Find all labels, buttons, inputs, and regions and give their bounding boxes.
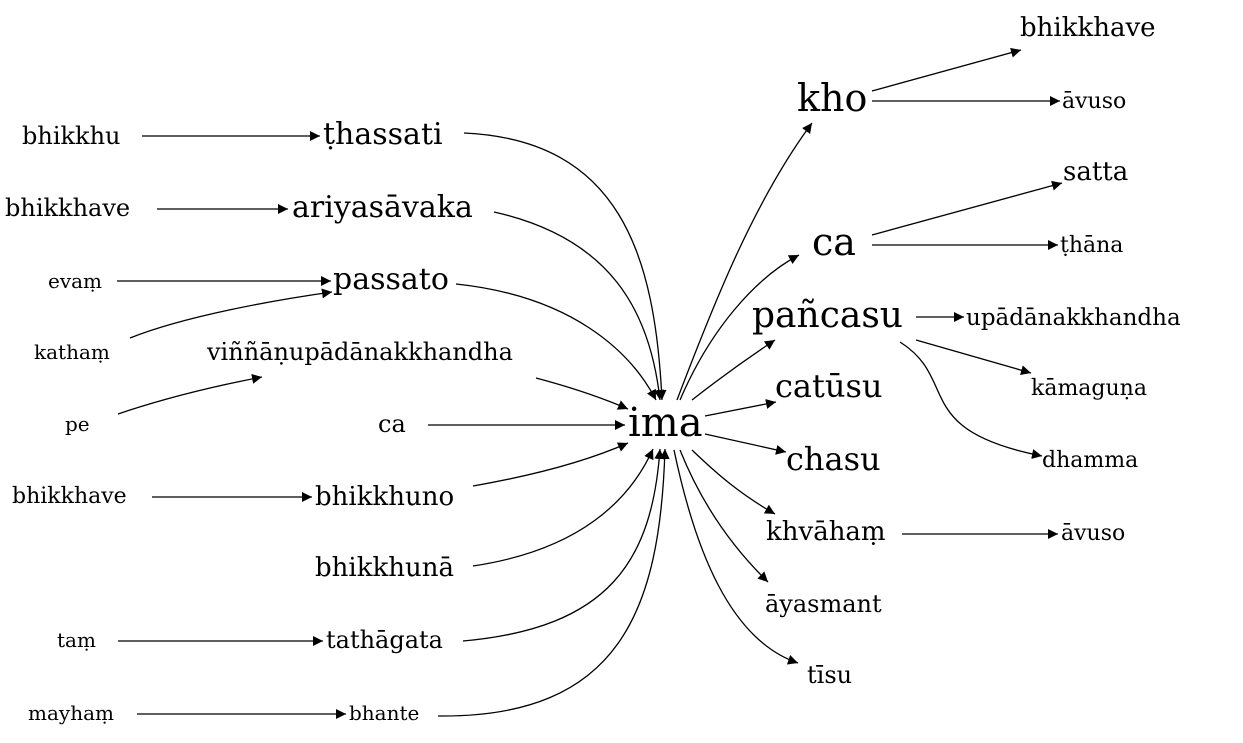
node-satta: satta xyxy=(1063,157,1128,187)
edge-bhikkhuno-ima xyxy=(472,442,629,487)
node-vinnanupadanakkhandha: viññāṇupādānakkhandha xyxy=(206,338,513,366)
edge-katham-passato xyxy=(129,288,333,339)
node-ca-left: ca xyxy=(378,410,406,438)
node-chasu: chasu xyxy=(786,440,881,478)
node-ima: ima xyxy=(628,400,703,446)
node-tam: taṃ xyxy=(57,628,96,652)
node-bhikkhuna: bhikkhunā xyxy=(315,553,454,583)
edge-pe-vinnanupadanakkhandha xyxy=(117,373,263,415)
edge-ima-ayasmant xyxy=(679,449,769,583)
node-kho: kho xyxy=(797,76,867,120)
node-upadanakkhandha: upādānakkhandha xyxy=(966,305,1181,331)
node-bhikkhave-3: bhikkhave xyxy=(1020,13,1156,43)
edge-bhikkhuna-ima xyxy=(472,448,654,567)
node-dhamma: dhamma xyxy=(1042,448,1138,473)
node-bhikkhave-2: bhikkhave xyxy=(12,484,127,509)
node-catusu: catūsu xyxy=(775,367,883,405)
node-passato: passato xyxy=(333,262,449,297)
edge-vinnanupadanakkhandha-ima xyxy=(535,377,629,410)
node-katham: kathaṃ xyxy=(34,340,110,364)
node-ca-right: ca xyxy=(812,220,856,264)
node-bhikkhuno: bhikkhuno xyxy=(315,482,454,512)
edge-pancasu-kamaguna xyxy=(915,339,1032,376)
node-avuso-2: āvuso xyxy=(1061,521,1125,546)
edge-ima-khvaham xyxy=(691,449,776,515)
edge-kho-bhikkhave xyxy=(871,47,1022,92)
edge-pancasu-dhamma xyxy=(899,341,1043,459)
node-tathagata: tathāgata xyxy=(326,626,443,654)
node-thassati: ṭhassati xyxy=(323,117,443,152)
node-tisu: tīsu xyxy=(807,661,852,689)
node-evam: evaṃ xyxy=(48,269,102,293)
node-mayham: mayhaṃ xyxy=(28,701,114,725)
node-thana: ṭhāna xyxy=(1060,233,1123,258)
node-khvaham: khvāhaṃ xyxy=(766,517,886,547)
edge-ima-ca xyxy=(679,254,800,401)
node-ariyasavaka: ariyasāvaka xyxy=(292,190,473,225)
node-bhikkhave-1: bhikkhave xyxy=(5,194,130,222)
edge-ima-pancasu xyxy=(691,339,776,401)
edge-thassati-ima xyxy=(463,132,667,401)
edge-tathagata-ima xyxy=(462,448,665,642)
edge-ima-catusu xyxy=(704,399,777,417)
node-pe: pe xyxy=(65,412,90,436)
node-ayasmant: āyasmant xyxy=(765,590,882,618)
node-bhikkhu: bhikkhu xyxy=(22,122,121,150)
node-kamaguna: kāmaguṇa xyxy=(1031,376,1147,401)
node-avuso-1: āvuso xyxy=(1062,89,1126,114)
node-pancasu: pañcasu xyxy=(752,295,903,336)
edges xyxy=(117,47,1063,719)
edge-ima-chasu xyxy=(704,433,787,455)
edge-bhante-ima xyxy=(437,448,670,717)
edge-ima-kho xyxy=(676,122,813,401)
edge-ariyasavaka-ima xyxy=(493,211,664,401)
edge-passato-ima xyxy=(455,283,657,401)
node-bhante: bhante xyxy=(349,701,419,725)
nodes: bhikkhu bhikkhave evaṃ kathaṃ pe bhikkha… xyxy=(5,13,1181,725)
edge-ima-tisu xyxy=(673,449,799,665)
edge-ca-satta xyxy=(871,180,1063,236)
